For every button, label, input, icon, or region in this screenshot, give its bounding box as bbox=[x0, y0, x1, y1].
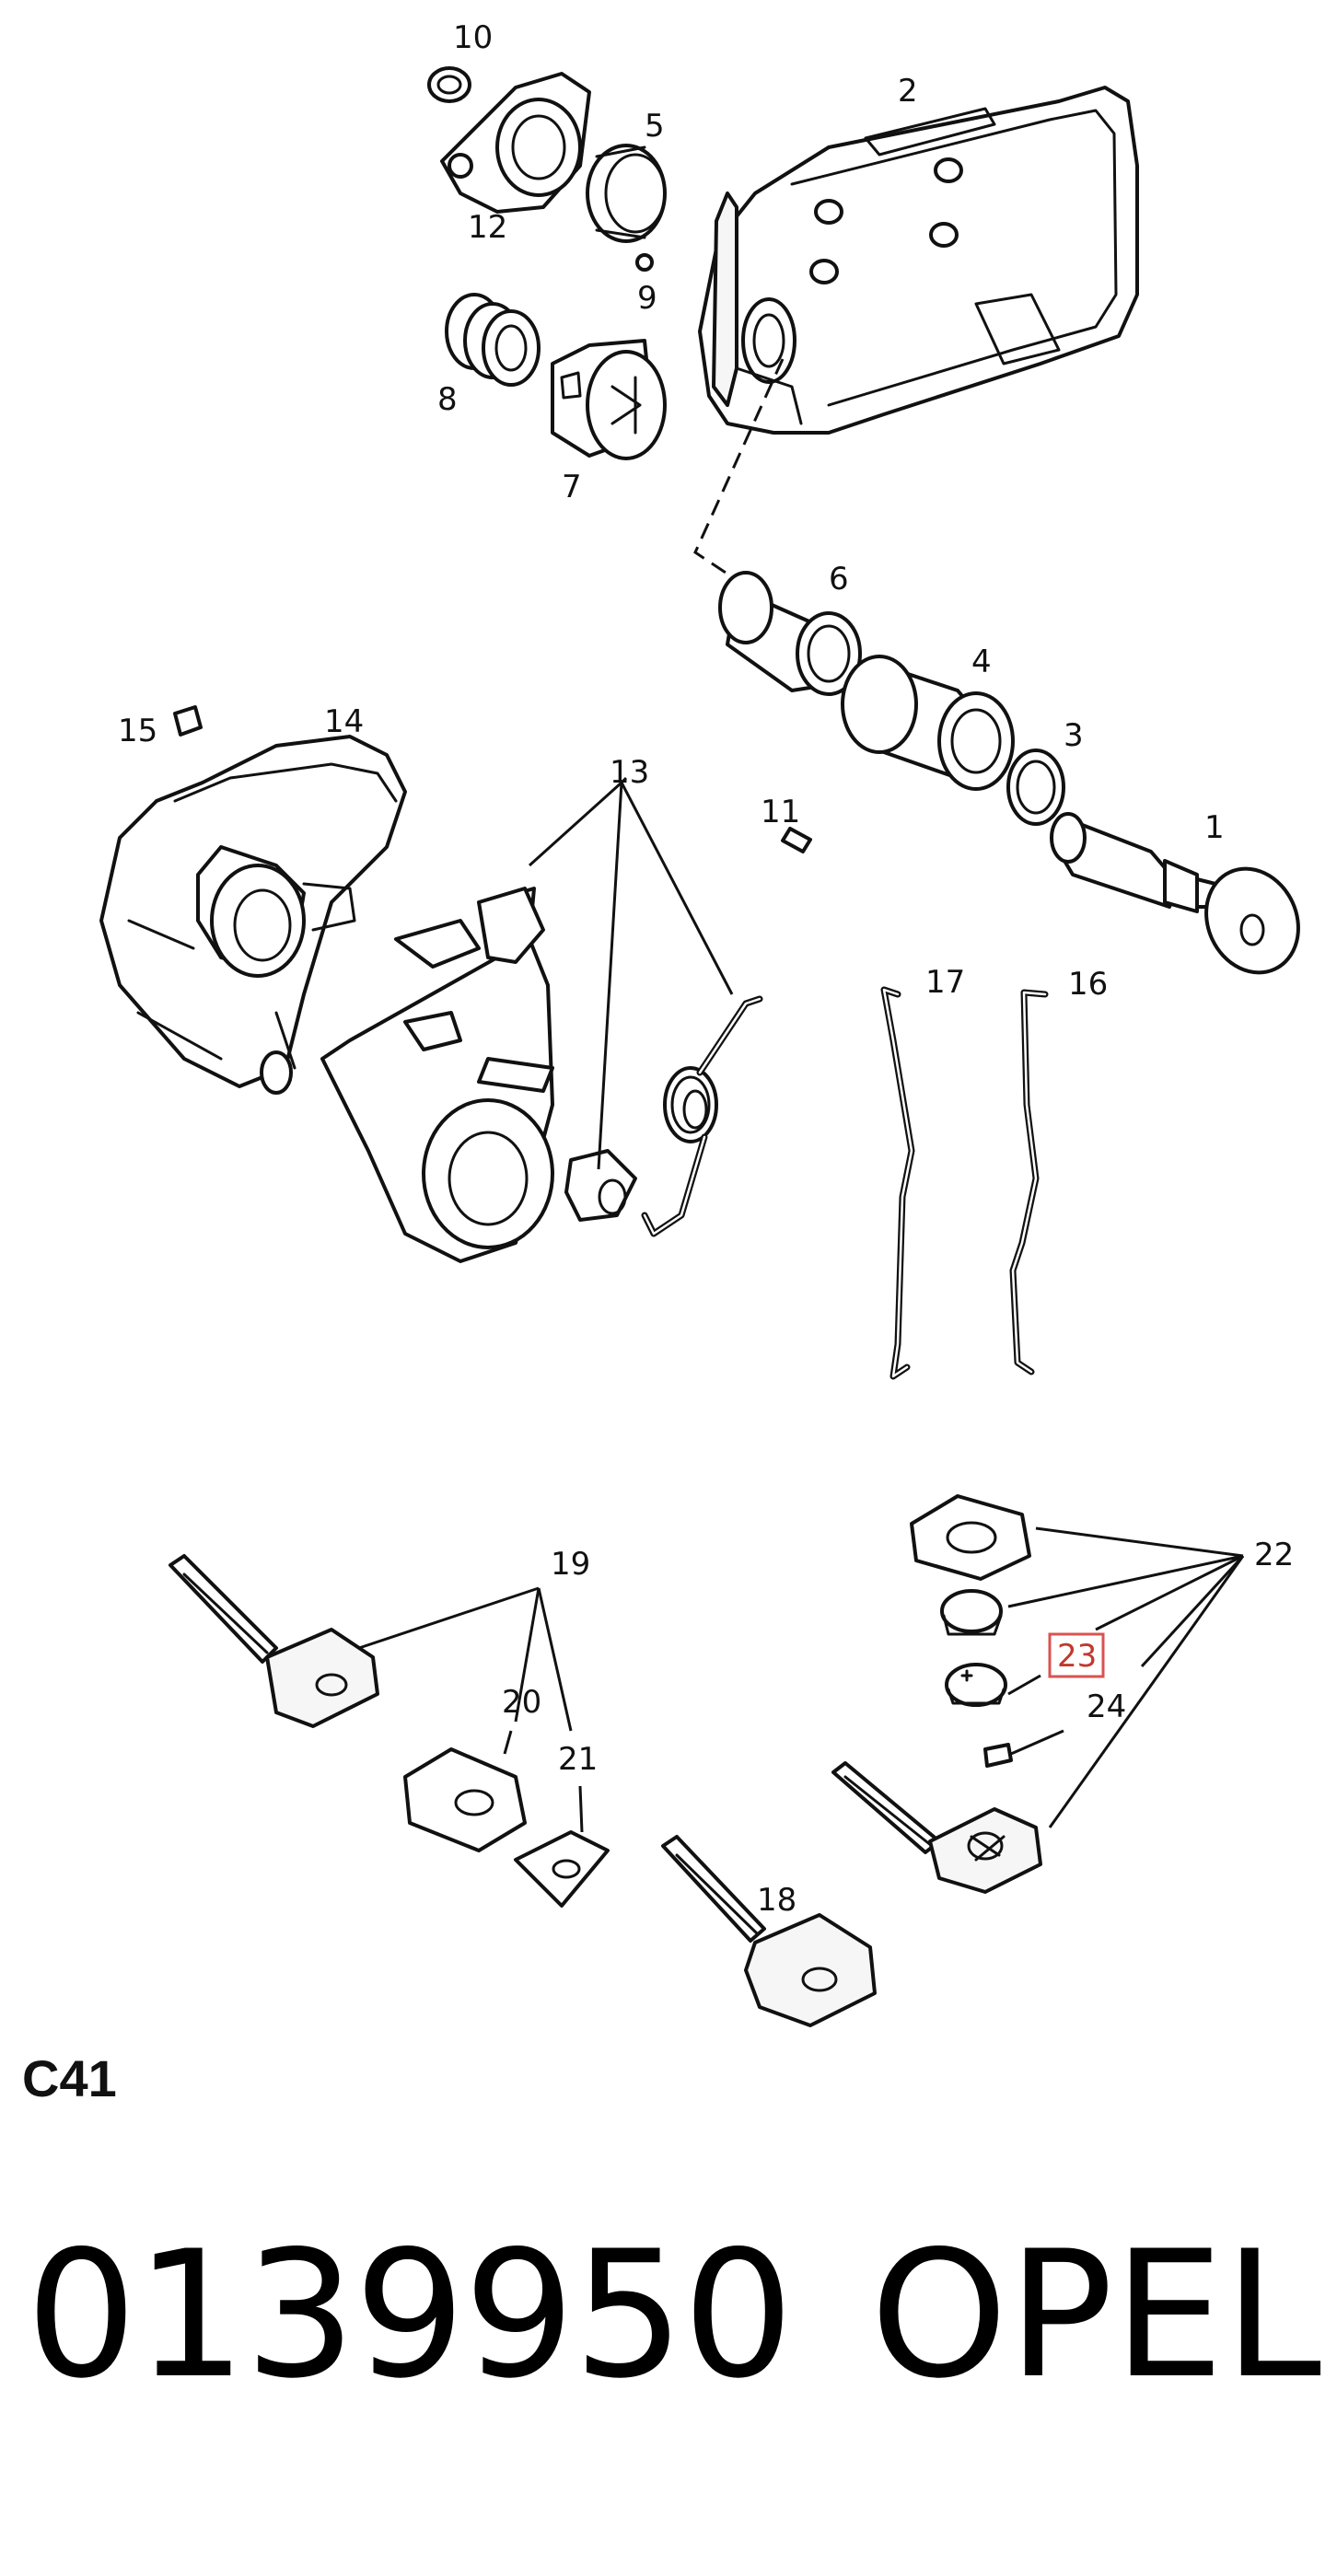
callout-8: 8 bbox=[437, 381, 458, 418]
callout-22: 22 bbox=[1254, 1537, 1294, 1573]
part-4-bushing bbox=[841, 655, 1015, 791]
part-21-insert-plate bbox=[514, 1830, 610, 1908]
part-10-retaining-ring bbox=[427, 66, 471, 103]
callout-5: 5 bbox=[645, 108, 665, 145]
transponder-key bbox=[831, 1761, 1042, 1894]
group-code-label: C41 bbox=[22, 2049, 117, 2107]
part-19-key bbox=[169, 1554, 379, 1728]
part-13-lever-assembly bbox=[320, 887, 763, 1263]
part-18-key bbox=[661, 1835, 877, 2027]
part-9-ball bbox=[635, 253, 654, 272]
part-12-mounting-flange bbox=[440, 72, 591, 214]
part-8-spring bbox=[445, 293, 541, 387]
part-number: 0139950 bbox=[26, 2213, 794, 2417]
part-11-pin bbox=[781, 827, 812, 853]
part-5-ring bbox=[586, 144, 667, 243]
callout-12: 12 bbox=[468, 209, 507, 246]
callout-labels: 10 2 5 12 9 8 7 6 4 3 15 14 13 11 1 17 1… bbox=[118, 19, 1294, 1919]
part-1-lock-cylinder bbox=[1050, 812, 1300, 975]
part-15-pin bbox=[173, 705, 203, 737]
callout-16: 16 bbox=[1068, 966, 1108, 1003]
part-2-housing-cover bbox=[698, 86, 1139, 435]
callout-20: 20 bbox=[502, 1684, 541, 1721]
callout-18: 18 bbox=[757, 1882, 796, 1919]
part-23-cell bbox=[945, 1663, 1007, 1707]
callout-17: 17 bbox=[925, 964, 965, 1001]
callout-2: 2 bbox=[898, 73, 918, 110]
callout-23-highlight-box bbox=[1048, 1632, 1105, 1678]
callout-21: 21 bbox=[558, 1741, 598, 1778]
callout-7: 7 bbox=[562, 469, 582, 505]
part-14-lock-body bbox=[99, 735, 407, 1095]
part-6-sleeve bbox=[718, 571, 862, 696]
callout-19: 19 bbox=[551, 1546, 590, 1583]
callout-23[interactable]: 23 bbox=[1057, 1638, 1097, 1675]
callout-24: 24 bbox=[1087, 1688, 1126, 1725]
part-17-rod bbox=[880, 986, 915, 1380]
callout-10: 10 bbox=[453, 19, 493, 56]
callout-1: 1 bbox=[1204, 809, 1225, 846]
part-22-transponder-key-kit bbox=[910, 1494, 1031, 1636]
leader-lines bbox=[358, 776, 1245, 1833]
part-16-rod bbox=[1009, 989, 1049, 1375]
callout-9: 9 bbox=[637, 280, 657, 317]
callout-14: 14 bbox=[324, 703, 364, 740]
callout-13: 13 bbox=[610, 754, 649, 791]
part-7-lock-insert bbox=[551, 339, 667, 460]
part-3-o-ring bbox=[1006, 748, 1065, 826]
callout-15: 15 bbox=[118, 713, 157, 749]
assembly-line-upper bbox=[693, 358, 785, 582]
brand-name: OPEL bbox=[870, 2213, 1322, 2417]
callout-11: 11 bbox=[761, 794, 800, 830]
callout-6: 6 bbox=[829, 561, 849, 598]
part-24-pin bbox=[983, 1743, 1013, 1768]
part-20-key-cover bbox=[403, 1747, 527, 1852]
callout-3: 3 bbox=[1064, 717, 1084, 754]
callout-4: 4 bbox=[971, 644, 992, 680]
